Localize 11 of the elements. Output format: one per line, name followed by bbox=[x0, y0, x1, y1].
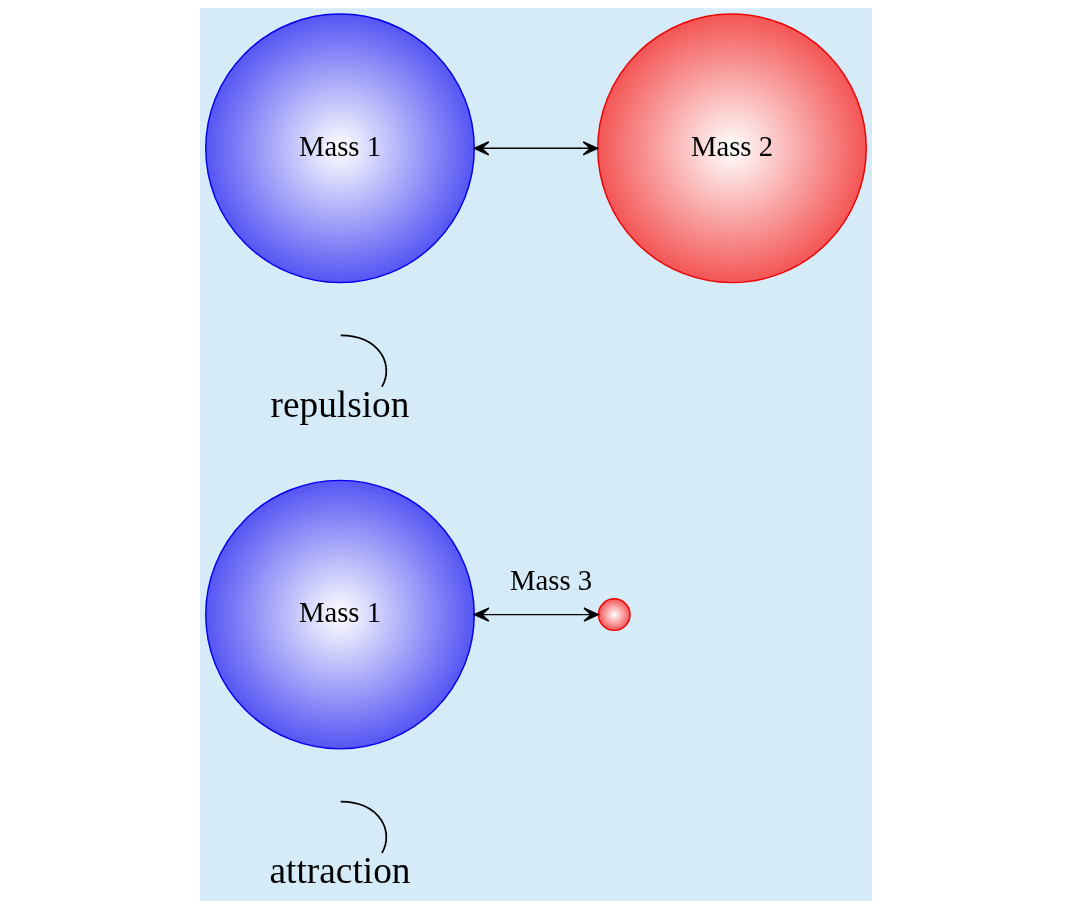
node-circle: Mass 1 bbox=[205, 13, 475, 284]
connector bbox=[339, 800, 388, 854]
node-text: repulsion bbox=[270, 383, 410, 425]
arrow bbox=[473, 141, 599, 156]
node-text: attraction bbox=[269, 850, 411, 892]
arrow bbox=[473, 607, 600, 622]
node-circle: Mass 1 bbox=[205, 479, 475, 750]
connector bbox=[339, 334, 388, 388]
node-circle: Mass 2 bbox=[597, 13, 867, 284]
node-label: Mass 3 bbox=[510, 564, 593, 597]
node-circle bbox=[597, 598, 631, 632]
